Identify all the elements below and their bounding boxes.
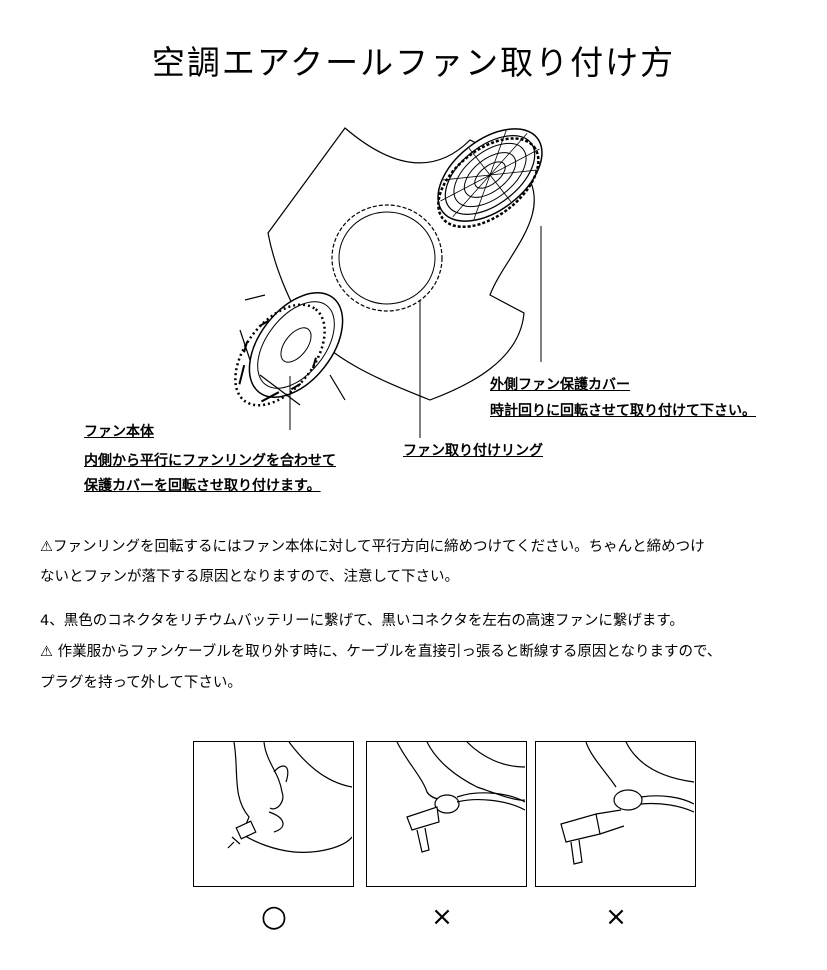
fan-assembly-diagram bbox=[234, 127, 543, 438]
hand-holding-plug-illustration bbox=[227, 741, 353, 853]
illustration-wrong-1 bbox=[366, 741, 527, 887]
hand-pulling-plug-illustration bbox=[560, 741, 695, 865]
illustration-wrong-2 bbox=[535, 741, 696, 887]
outer-cover-title: 外側ファン保護カバー bbox=[490, 377, 630, 393]
fan-body-title: ファン本体 bbox=[84, 424, 154, 440]
hand-pulling-cable-illustration bbox=[396, 741, 526, 853]
correct-mark: ○ bbox=[260, 899, 288, 934]
warning-2-line-2: プラグを持って外して下さい。 bbox=[40, 675, 242, 691]
page-title: 空調エアクールファン取り付け方 bbox=[151, 43, 676, 82]
fan-body bbox=[234, 292, 346, 407]
step-4: 4、黒色のコネクタをリチウムバッテリーに繋げて、黒いコネクタを左右の高速ファンに… bbox=[40, 613, 684, 629]
fan-body-desc-2: 保護カバーを回転させ取り付けます。 bbox=[84, 478, 321, 494]
incorrect-mark-2: × bbox=[605, 902, 627, 932]
fan-ring-label: ファン取り付けリング bbox=[403, 443, 543, 459]
illustration-correct bbox=[193, 741, 354, 887]
warning-1-line-2: ないとファンが落下する原因となりますので、注意して下さい。 bbox=[40, 569, 460, 585]
outer-cover bbox=[437, 128, 543, 229]
warning-2-line-1: ⚠ 作業服からファンケーブルを取り外す時に、ケーブルを直接引っ張ると断線する原因… bbox=[40, 644, 722, 660]
warning-1-line-1: ⚠ファンリングを回転するにはファン本体に対して平行方向に締めつけてください。ちゃ… bbox=[40, 539, 705, 555]
outer-cover-desc: 時計回りに回転させて取り付けて下さい。 bbox=[490, 403, 756, 419]
fan-body-desc-1: 内側から平行にファンリングを合わせて bbox=[84, 453, 336, 469]
fan-ring bbox=[331, 204, 443, 312]
incorrect-mark-1: × bbox=[431, 902, 453, 932]
